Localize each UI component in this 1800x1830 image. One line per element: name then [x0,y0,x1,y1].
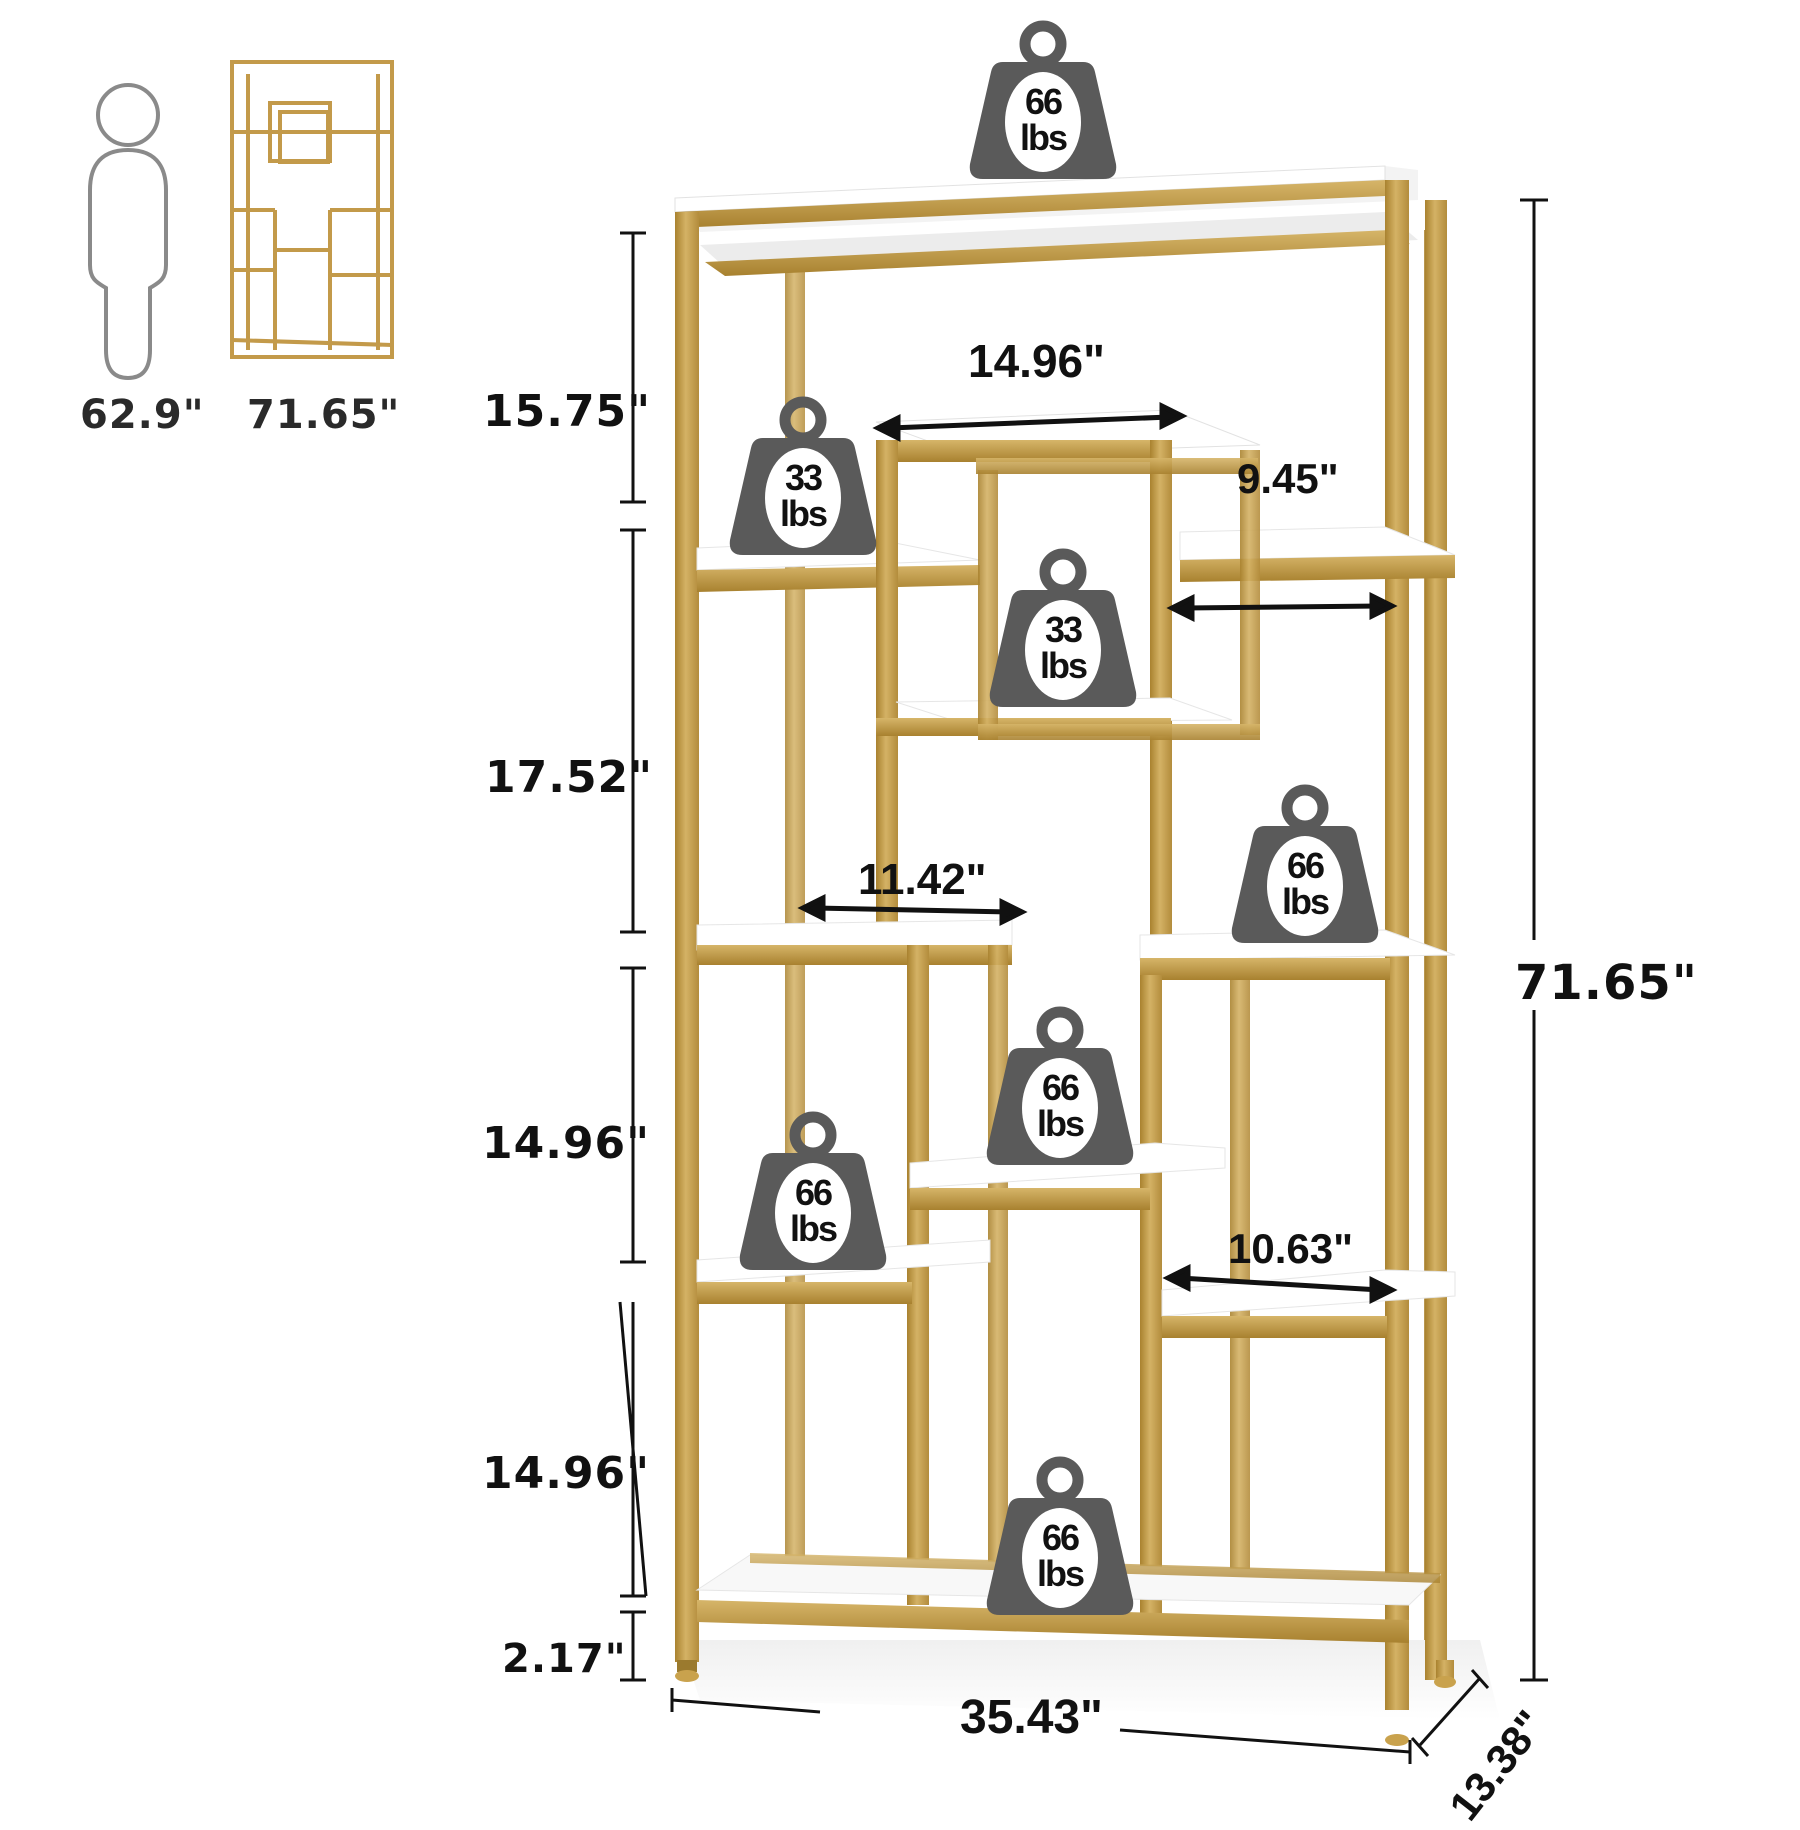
shelf-frame [674,165,1456,1746]
arrow-lines [797,401,1398,1305]
person-silhouette-icon [88,83,168,381]
upper-right-shelf-width-label: 9.45" [1237,455,1339,502]
weight-capacity-top: 66 lbs [968,14,1118,184]
weight-value: 66 [1286,845,1325,886]
thumbnail-shelf-height-label: 71.65" [247,392,401,438]
weight-capacity-upper-left: 33 lbs [728,390,878,560]
leg-height-label: 2.17" [502,1636,627,1682]
lower-right-shelf-width-label: 10.63" [1228,1225,1354,1272]
dimension-lines [618,198,1548,1764]
weight-unit: lbs [1281,881,1330,922]
weight-icon [989,548,1137,707]
weight-unit: lbs [1019,117,1068,158]
weight-icon [986,1006,1134,1165]
weight-value: 66 [1041,1517,1080,1558]
mid-left-shelf-width-label: 11.42" [858,855,987,904]
weight-capacity-lower-left: 66 lbs [738,1105,888,1275]
weight-unit: lbs [789,1208,838,1249]
weight-icon [1231,784,1379,943]
weight-capacity-center: 66 lbs [985,1000,1135,1170]
weight-icon [986,1456,1134,1615]
weight-capacity-cube: 33 lbs [988,542,1138,712]
weight-icon [969,20,1117,179]
section-height-3-label: 14.96" [482,1118,651,1169]
overall-height-label: 71.65" [1515,955,1698,1011]
weight-icon [729,396,877,555]
width-label: 35.43" [960,1691,1103,1744]
person-height-label: 62.9" [80,392,205,438]
cube-width-label: 14.96" [968,335,1105,387]
weight-unit: lbs [1039,645,1088,686]
weight-capacity-mid-right: 66 lbs [1230,778,1380,948]
weight-capacity-bottom: 66 lbs [985,1450,1135,1620]
weight-unit: lbs [1036,1553,1085,1594]
section-height-4-label: 14.96" [482,1448,651,1499]
weight-value: 33 [784,457,823,498]
weight-value: 33 [1044,609,1083,650]
weight-unit: lbs [1036,1103,1085,1144]
weight-value: 66 [1041,1067,1080,1108]
shelf-thumbnail [230,60,394,359]
weight-icon [739,1111,887,1270]
weight-value: 66 [794,1172,833,1213]
section-height-2-label: 17.52" [485,752,654,803]
weight-unit: lbs [779,493,828,534]
weight-value: 66 [1024,81,1063,122]
section-height-1-label: 15.75" [483,386,652,437]
